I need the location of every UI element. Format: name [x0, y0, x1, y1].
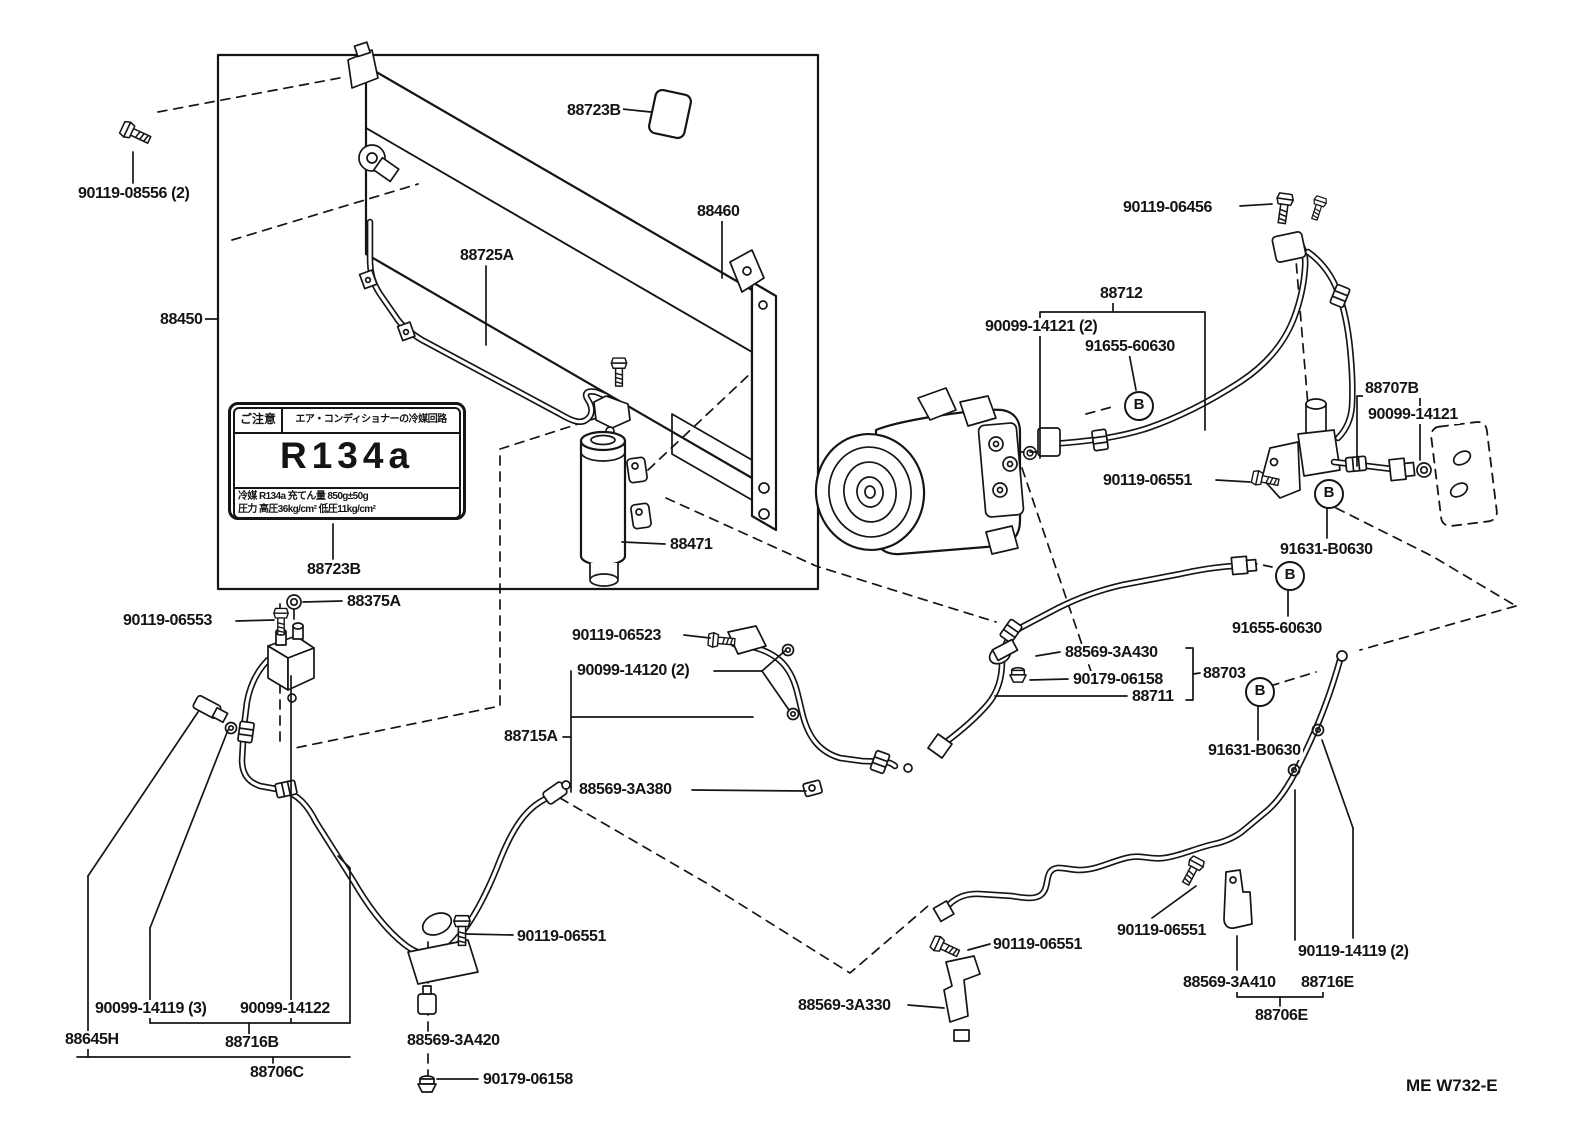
part-label: 88569-3A430	[1063, 644, 1160, 663]
part-label: 90119-06551	[1101, 472, 1195, 491]
part-label: 90119-06551	[991, 936, 1085, 955]
part-label: 90099-14119 (3)	[93, 1000, 209, 1019]
drawing-code: ME W732-E	[1406, 1076, 1498, 1095]
part-label: 88569-3A410	[1181, 974, 1278, 993]
connector-marker: B	[1124, 391, 1154, 421]
part-label: 88703	[1201, 665, 1248, 684]
part-label: 88716B	[223, 1034, 281, 1053]
part-label: 90119-08556 (2)	[76, 185, 192, 204]
bolt-90119-06551	[1178, 854, 1207, 888]
part-label: 91631-B0630	[1206, 742, 1303, 761]
part-label: 90179-06158	[481, 1071, 575, 1090]
part-label: 90179-06158	[1071, 671, 1165, 690]
part-label: 90119-06551	[515, 928, 609, 947]
bolt-90119-08556	[118, 119, 154, 148]
part-label: 88569-3A330	[796, 997, 893, 1016]
part-label: 90099-14122	[238, 1000, 332, 1019]
caution-label-spec1: 冷媒 R134a 充てん量 850g±50g	[238, 491, 369, 502]
grommet-88375a	[286, 594, 302, 610]
part-label: 88723B	[305, 561, 363, 580]
part-label: 88460	[695, 203, 742, 222]
cap-88723b	[648, 88, 692, 140]
part-label: 88716E	[1299, 974, 1356, 993]
part-label: 88725A	[458, 247, 516, 266]
condenser	[347, 41, 778, 532]
connector-marker: B	[1275, 561, 1305, 591]
part-label: 88706E	[1253, 1007, 1310, 1026]
fasteners	[118, 119, 1329, 1093]
part-label: 90119-06553	[121, 612, 215, 631]
part-label: 88569-3A420	[405, 1032, 502, 1051]
bolt	[610, 357, 628, 387]
part-label: 88723B	[565, 102, 623, 121]
part-label: 90099-14121 (2)	[983, 318, 1100, 337]
connector-marker: B	[1314, 479, 1344, 509]
part-label: 88569-3A380	[577, 781, 674, 800]
condenser-inset-box	[216, 53, 820, 591]
part-label: 88715A	[502, 728, 560, 747]
part-label: 91631-B0630	[1278, 541, 1375, 560]
part-label: 88471	[668, 536, 715, 555]
nut-90179-06158	[417, 1075, 437, 1093]
part-label: 90119-06551	[1115, 922, 1209, 941]
compressor	[814, 387, 1038, 556]
part-label: 90119-06456	[1121, 199, 1215, 218]
refrigerant-caution-label: ご注意 エア・コンディショナーの冷媒回路 R134a 冷媒 R134a 充てん量…	[228, 402, 466, 520]
part-label: 88645H	[63, 1031, 121, 1050]
caution-label-header: エア・コンディショナーの冷媒回路	[295, 414, 447, 425]
part-label: 90119-06523	[570, 627, 664, 646]
fitting-88707b	[1261, 398, 1498, 527]
part-label: 88706C	[248, 1064, 306, 1083]
part-label: 90099-14120 (2)	[575, 662, 692, 681]
liquid-pipe-88715a	[727, 625, 913, 798]
bolt	[1307, 194, 1329, 222]
refrigerant-code: R134a	[279, 435, 415, 476]
caution-label-spec2: 圧力 高圧36kg/cm² 低圧11kg/cm²	[238, 504, 376, 515]
part-label: 91655-60630	[1083, 338, 1177, 357]
liquid-pipe-88716b	[192, 622, 571, 1015]
part-label: 88712	[1098, 285, 1145, 304]
bolt-90119-06551	[928, 933, 962, 961]
condenser-pipe-88725a	[358, 218, 610, 425]
bolt-90119-06456	[1272, 191, 1295, 226]
discharge-hose-88712	[1037, 231, 1356, 457]
part-label: 91655-60630	[1230, 620, 1324, 639]
receiver-drier	[579, 395, 652, 587]
part-label: 88711	[1130, 688, 1176, 707]
part-label: 88707B	[1363, 380, 1421, 399]
part-label: 88375A	[345, 593, 403, 612]
suction-pipe-88711	[927, 555, 1258, 759]
part-label: 90099-14121	[1366, 406, 1460, 425]
connector-marker: B	[1245, 677, 1275, 707]
part-label: 88450	[158, 311, 205, 330]
caution-label-title: ご注意	[235, 409, 283, 432]
part-label: 90119-14119 (2)	[1296, 943, 1411, 962]
rear-pipe-88716e	[932, 650, 1348, 1042]
